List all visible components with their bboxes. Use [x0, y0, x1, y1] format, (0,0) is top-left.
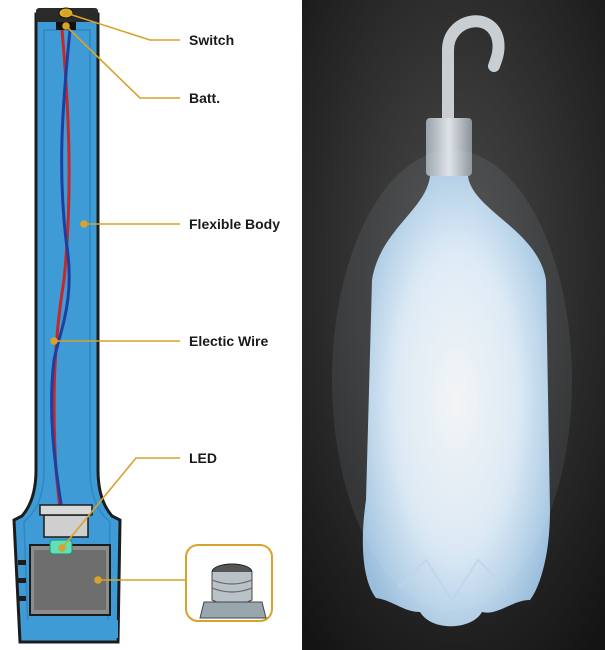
bottle-cap — [426, 118, 472, 176]
side-notch — [18, 578, 26, 583]
hook — [442, 15, 505, 128]
bottom-lip — [22, 620, 118, 638]
bottle-neck-photo — [199, 563, 267, 619]
bottle-cup-inner — [34, 550, 106, 610]
cutaway-diagram-panel: Switch Batt. Flexible Body Electic Wire … — [0, 0, 300, 650]
leader-line-battery — [65, 25, 180, 99]
label-led: LED — [189, 450, 217, 466]
label-flexible-body: Flexible Body — [189, 216, 281, 232]
petaloid-base — [397, 558, 507, 602]
leader-line-switch — [65, 12, 180, 41]
bottle-halo — [332, 150, 572, 610]
led-holder — [43, 514, 89, 538]
bottle-body — [362, 176, 550, 627]
wire-red — [52, 29, 71, 511]
thread-ring — [39, 504, 93, 516]
glowing-bottle-lamp — [302, 0, 605, 650]
wire-blue — [50, 29, 72, 511]
side-notch — [18, 560, 26, 565]
leader-line-led — [61, 457, 180, 549]
label-battery: Batt. — [189, 90, 221, 106]
side-notch — [18, 596, 26, 601]
cutaway-diagram — [12, 7, 273, 644]
lamp-photo-panel — [302, 0, 605, 650]
flexible-body-shape — [12, 12, 122, 644]
label-switch: Switch — [189, 32, 235, 48]
label-electric-wire: Electic Wire — [189, 333, 269, 349]
